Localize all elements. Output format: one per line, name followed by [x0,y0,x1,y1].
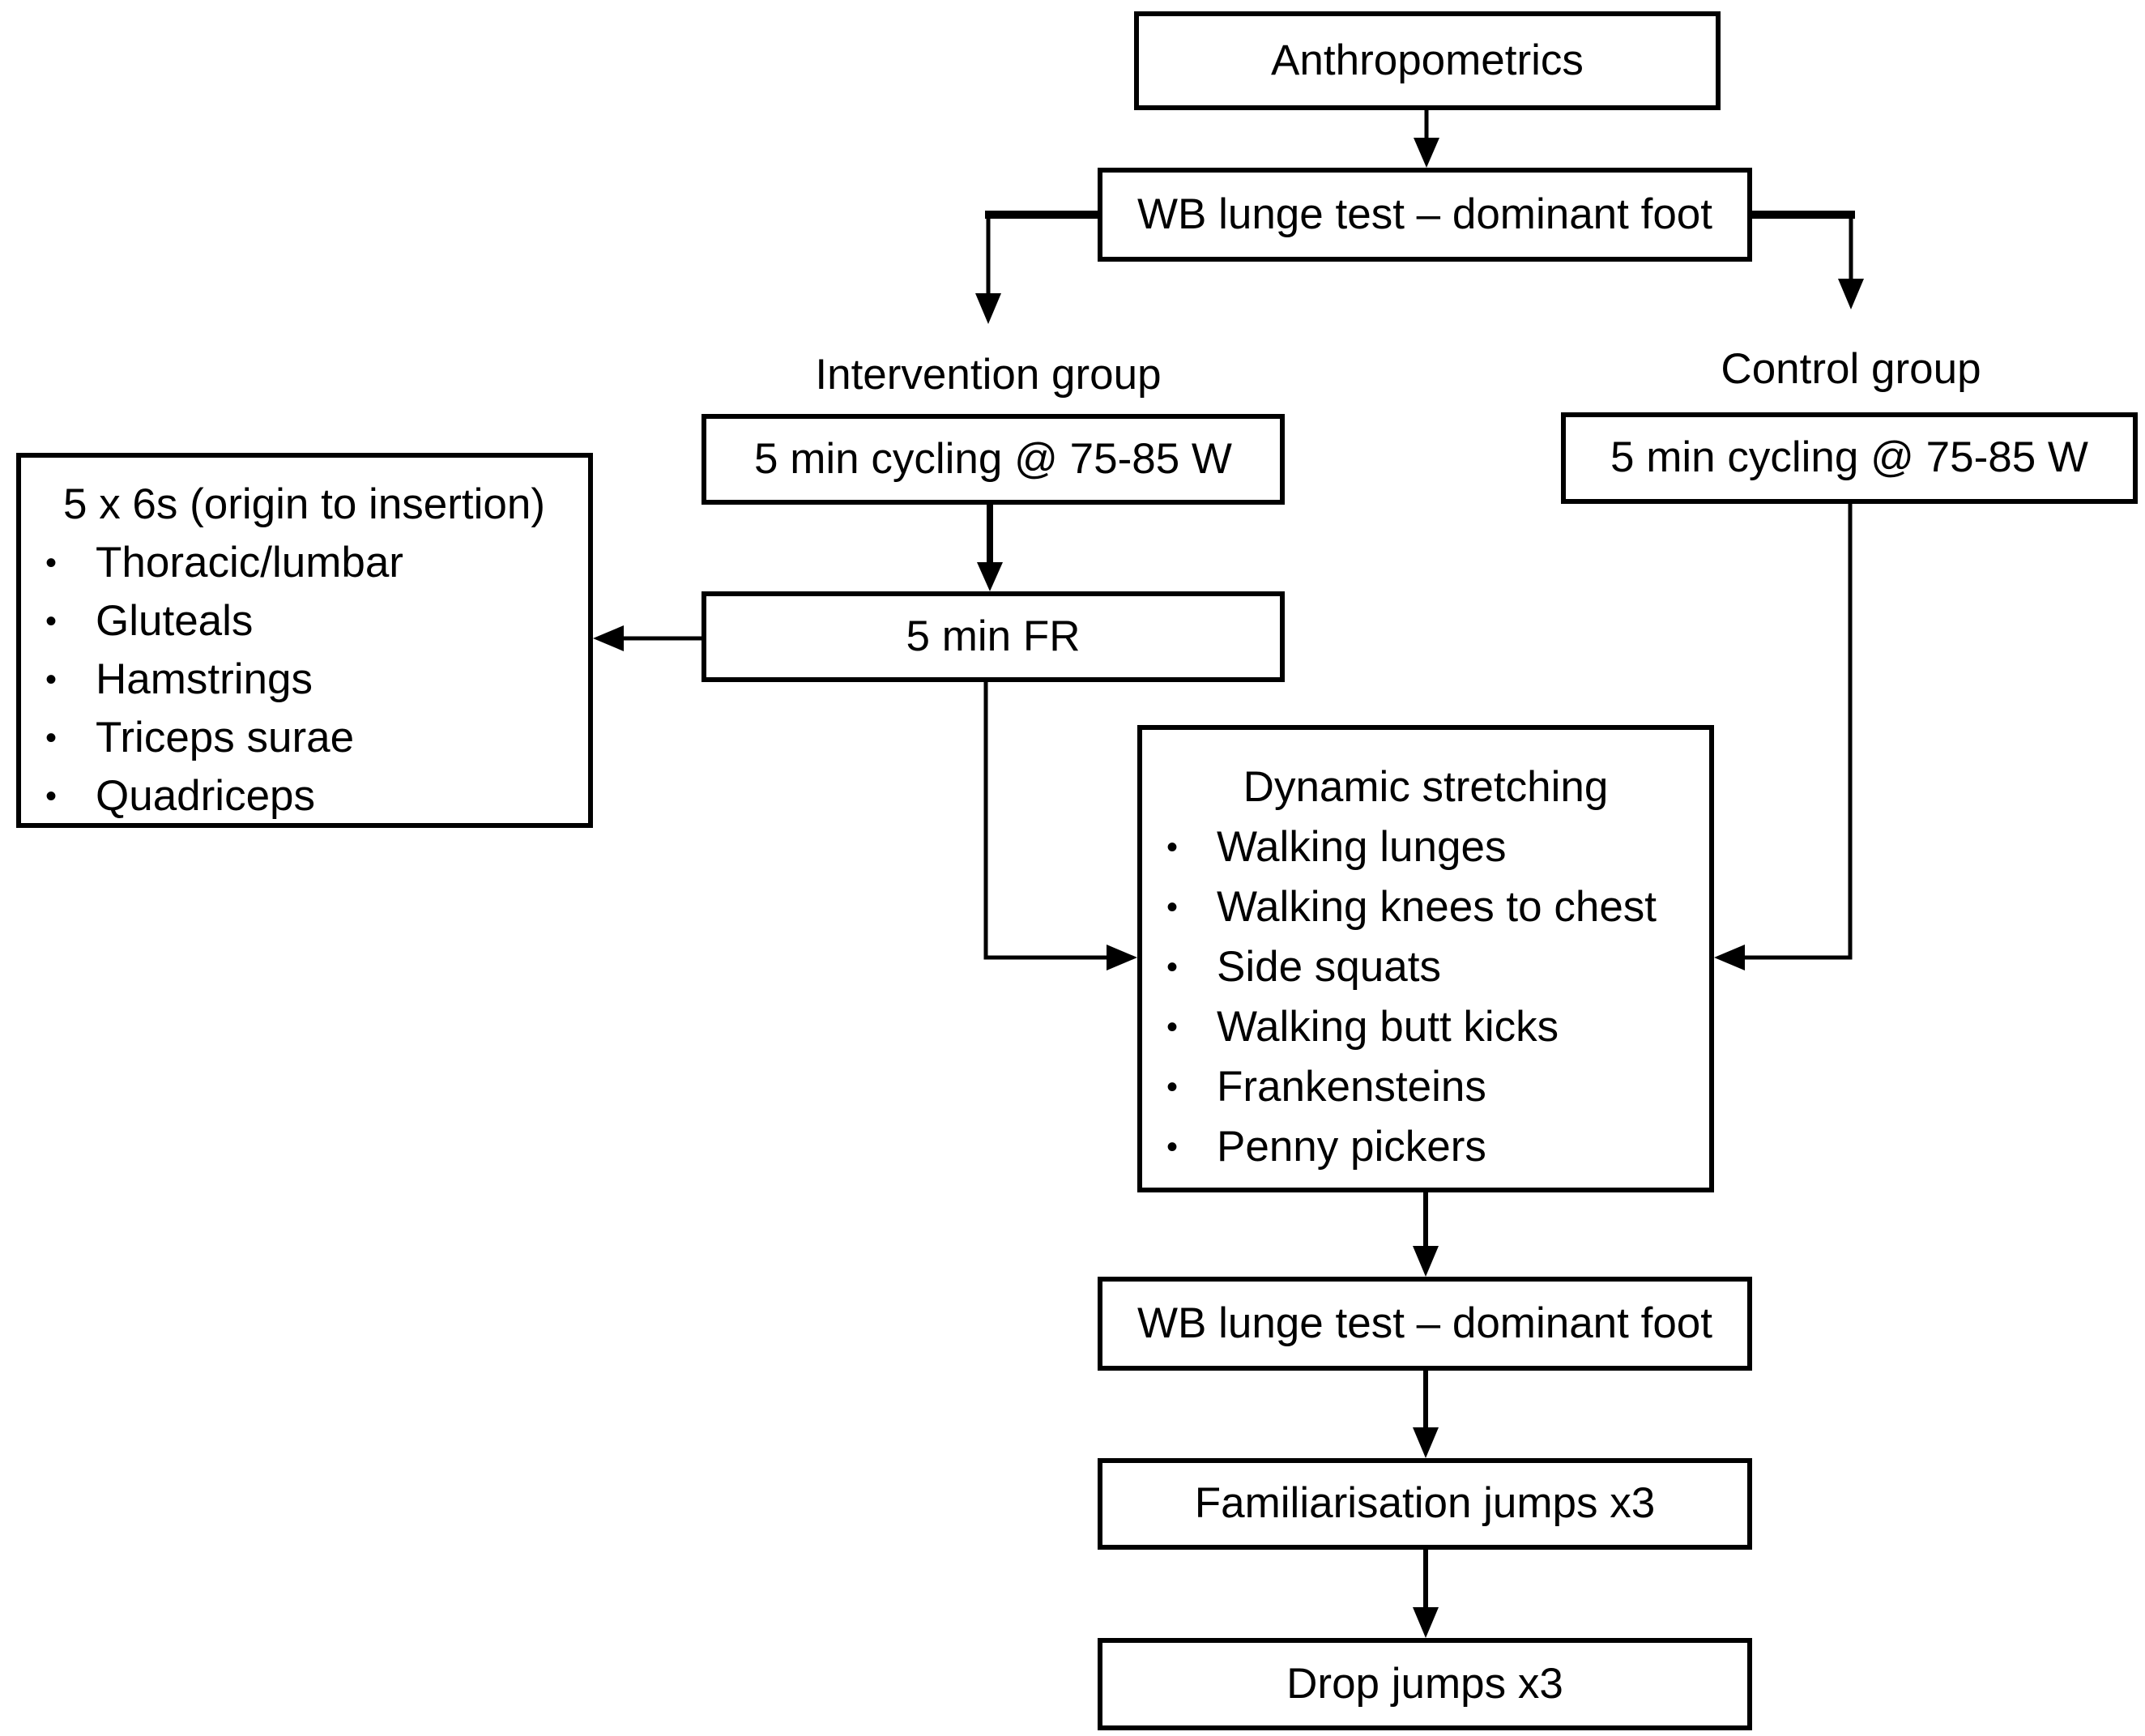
list-item: • Hamstrings [21,650,588,709]
node-cycling-intervention: 5 min cycling @ 75-85 W [701,414,1285,505]
foam-rolling-items: • Thoracic/lumbar • Gluteals • Hamstring… [21,534,588,825]
node-dynamic-stretching: Dynamic stretching • Walking lunges • Wa… [1137,725,1714,1192]
bullet-icon: • [1166,949,1179,985]
dynamic-stretching-title: Dynamic stretching [1243,763,1609,811]
arrow-wb-lunge-to-familiarisation [1413,1371,1439,1458]
list-item-label: Walking lunges [1217,823,1507,871]
list-item-label: Walking butt kicks [1217,1003,1559,1051]
list-item-label: Frankensteins [1217,1063,1486,1111]
list-item: • Side squats [1142,937,1709,997]
label-control-group: Control group [1721,344,1981,393]
list-item: • Quadriceps [21,767,588,825]
arrow-control-cycling-to-dynamic-stretching [1714,504,1853,970]
list-item-label: Walking knees to chest [1217,883,1657,931]
node-fr: 5 min FR [701,591,1285,682]
bullet-icon: • [45,720,58,756]
bullet-icon: • [45,778,58,814]
arrow-wb-lunge-to-control-group [1750,211,1864,309]
list-item: • Walking lunges [1142,817,1709,877]
list-item: • Walking knees to chest [1142,877,1709,937]
arrow-fr-to-dynamic-stretching [983,682,1137,970]
bullet-icon: • [45,662,58,697]
arrow-dynamic-to-wb-lunge-bottom [1413,1192,1439,1277]
arrow-cycling-to-fr [977,505,1003,591]
list-item: • Thoracic/lumbar [21,534,588,592]
arrow-anthropometrics-to-wb-lunge [1414,110,1439,168]
bullet-icon: • [1166,1009,1179,1045]
list-item: • Triceps surae [21,709,588,767]
label-intervention-group: Intervention group [815,350,1162,399]
bullet-icon: • [45,604,58,639]
bullet-icon: • [45,545,58,581]
dynamic-stretching-items: • Walking lunges • Walking knees to ches… [1142,817,1709,1177]
bullet-icon: • [1166,1069,1179,1105]
foam-rolling-title: 5 x 6s (origin to insertion) [63,480,546,528]
node-drop-jumps: Drop jumps x3 [1098,1638,1752,1730]
list-item: • Walking butt kicks [1142,997,1709,1057]
arrow-fr-to-foam-rolling [593,625,701,651]
node-wb-lunge-test-bottom: WB lunge test – dominant foot [1098,1277,1752,1371]
list-item-label: Thoracic/lumbar [96,539,403,586]
list-item-label: Triceps surae [96,714,355,761]
list-item-label: Hamstrings [96,655,313,703]
node-familiarisation-jumps: Familiarisation jumps x3 [1098,1458,1752,1550]
list-item-label: Gluteals [96,597,254,645]
node-anthropometrics: Anthropometrics [1134,11,1721,110]
bullet-icon: • [1166,830,1179,865]
bullet-icon: • [1166,889,1179,925]
node-wb-lunge-test-top: WB lunge test – dominant foot [1098,168,1752,262]
list-item-label: Penny pickers [1217,1123,1486,1171]
arrow-wb-lunge-to-intervention-group [975,211,1100,324]
list-item: • Frankensteins [1142,1057,1709,1117]
list-item-label: Side squats [1217,943,1441,991]
bullet-icon: • [1166,1129,1179,1165]
node-foam-rolling-list: 5 x 6s (origin to insertion) • Thoracic/… [16,453,593,828]
list-item: • Gluteals [21,592,588,650]
node-cycling-control: 5 min cycling @ 75-85 W [1561,412,2138,504]
list-item-label: Quadriceps [96,772,316,820]
arrow-familiarisation-to-drop-jumps [1413,1550,1439,1638]
list-item: • Penny pickers [1142,1117,1709,1177]
